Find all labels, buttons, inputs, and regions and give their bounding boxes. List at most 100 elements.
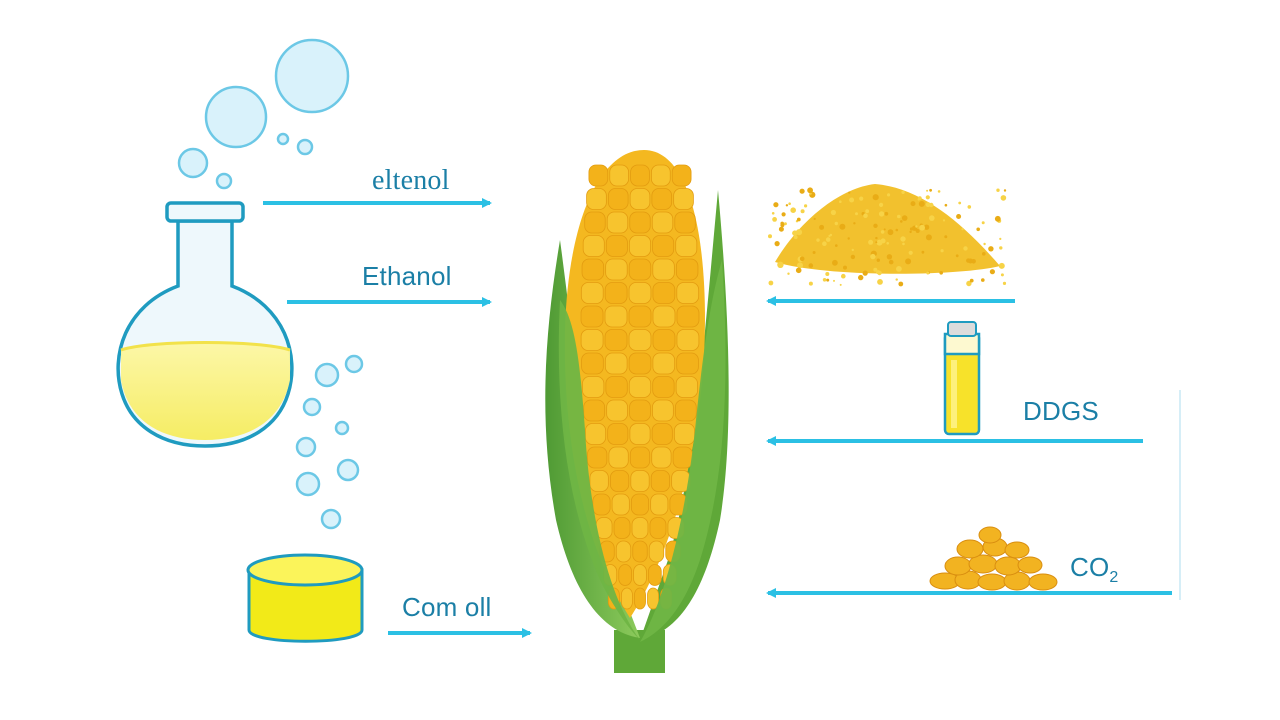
powder-speck xyxy=(792,230,798,236)
powder-speck xyxy=(939,271,943,275)
powder-speck xyxy=(813,217,816,220)
powder-speck xyxy=(793,235,798,240)
powder-speck xyxy=(808,263,814,268)
powder-speck xyxy=(1003,189,1007,192)
powder-speck xyxy=(883,228,886,231)
corn-kernel xyxy=(629,446,651,469)
powder-speck xyxy=(804,204,808,208)
corn-kernel xyxy=(605,258,628,281)
corn-kernel xyxy=(634,587,646,610)
powder-speck xyxy=(822,278,827,282)
corn-kernel xyxy=(628,329,652,351)
corn-kernel xyxy=(607,423,629,445)
corn-kernel xyxy=(628,376,652,398)
corn-kernel xyxy=(673,423,695,445)
corn-kernel xyxy=(613,517,631,539)
powder-speck xyxy=(902,242,905,246)
corn-kernel xyxy=(582,235,605,257)
powder-speck xyxy=(897,214,901,219)
corn-kernel xyxy=(629,235,651,257)
oil-tub-icon xyxy=(246,553,364,643)
powder-speck xyxy=(880,238,886,244)
corn-kernel xyxy=(676,329,700,351)
powder-speck xyxy=(966,280,972,287)
powder-speck xyxy=(768,234,772,239)
corn-kernel xyxy=(580,329,604,351)
corn-kernel xyxy=(675,258,699,281)
powder-speck xyxy=(870,253,876,260)
powder-speck xyxy=(795,267,802,274)
powder-speck xyxy=(998,262,1005,269)
powder-speck xyxy=(900,236,906,242)
powder-speck xyxy=(855,212,858,216)
corn-kernel xyxy=(608,446,629,469)
powder-speck xyxy=(828,234,831,237)
label-eltenol: eltenol xyxy=(372,165,450,196)
corn-kernel xyxy=(672,446,693,469)
powder-speck xyxy=(923,224,930,230)
powder-speck xyxy=(983,242,986,246)
powder-speck xyxy=(877,279,883,285)
corn-kernel xyxy=(650,470,671,492)
powder-speck xyxy=(800,209,805,214)
corn-kernel xyxy=(588,164,609,187)
corn-kernel xyxy=(628,352,652,375)
corn-kernel xyxy=(609,470,630,492)
powder-speck xyxy=(788,202,791,205)
powder-speck xyxy=(772,217,777,222)
corn-kernel xyxy=(581,258,605,281)
powder-speck xyxy=(886,254,893,260)
powder-speck xyxy=(812,251,816,254)
corn-kernel xyxy=(618,564,632,586)
powder-speck xyxy=(785,204,789,207)
bubbles-icon xyxy=(177,38,364,530)
powder-speck xyxy=(816,238,820,242)
powder-speck xyxy=(895,228,899,232)
powder-speck xyxy=(929,188,932,192)
powder-speck xyxy=(898,281,904,287)
corn-kernel xyxy=(587,446,608,469)
corn-kernel xyxy=(604,282,628,304)
powder-speck xyxy=(958,201,962,205)
corn-kernel xyxy=(652,282,676,304)
powder-speck xyxy=(925,202,931,208)
label-ethanol: Ethanol xyxy=(362,261,452,291)
corn-kernel xyxy=(649,517,667,539)
corn-kernel xyxy=(629,188,651,210)
powder-speck xyxy=(875,236,878,240)
powder-speck xyxy=(862,270,868,276)
powder-speck xyxy=(849,197,855,203)
powder-speck xyxy=(876,258,880,262)
corn-kernel xyxy=(630,164,650,187)
corn-kernel xyxy=(629,423,651,445)
powder-speck xyxy=(839,283,842,286)
powder-speck xyxy=(875,241,878,244)
powder-speck xyxy=(799,188,805,194)
corn-kernel xyxy=(675,235,698,257)
powder-speck xyxy=(961,227,964,231)
powder-speck xyxy=(787,272,790,275)
flow-arrows xyxy=(263,198,1172,638)
powder-speck xyxy=(783,222,787,226)
powder-speck xyxy=(901,215,908,221)
corn-kernel xyxy=(676,282,700,304)
powder-speck xyxy=(968,258,973,264)
corn-kernel xyxy=(648,540,665,563)
powder-speck xyxy=(822,241,827,246)
powder-speck xyxy=(996,188,1000,192)
powder-speck xyxy=(773,202,779,208)
corn-kernel xyxy=(630,493,650,516)
corn-kernel xyxy=(651,211,674,234)
powder-speck xyxy=(781,212,786,217)
powder-speck xyxy=(910,201,916,207)
powder-speck xyxy=(850,254,856,260)
powder-speck xyxy=(926,271,930,275)
corn-kernel xyxy=(606,211,629,234)
corn-kernel xyxy=(652,399,674,422)
powder-speck xyxy=(940,249,944,253)
powder-speck xyxy=(851,248,854,252)
powder-speck xyxy=(790,207,796,213)
corn-kernel xyxy=(675,376,698,398)
flask-icon xyxy=(116,201,294,448)
ddgs-powder-icon xyxy=(768,184,1007,287)
